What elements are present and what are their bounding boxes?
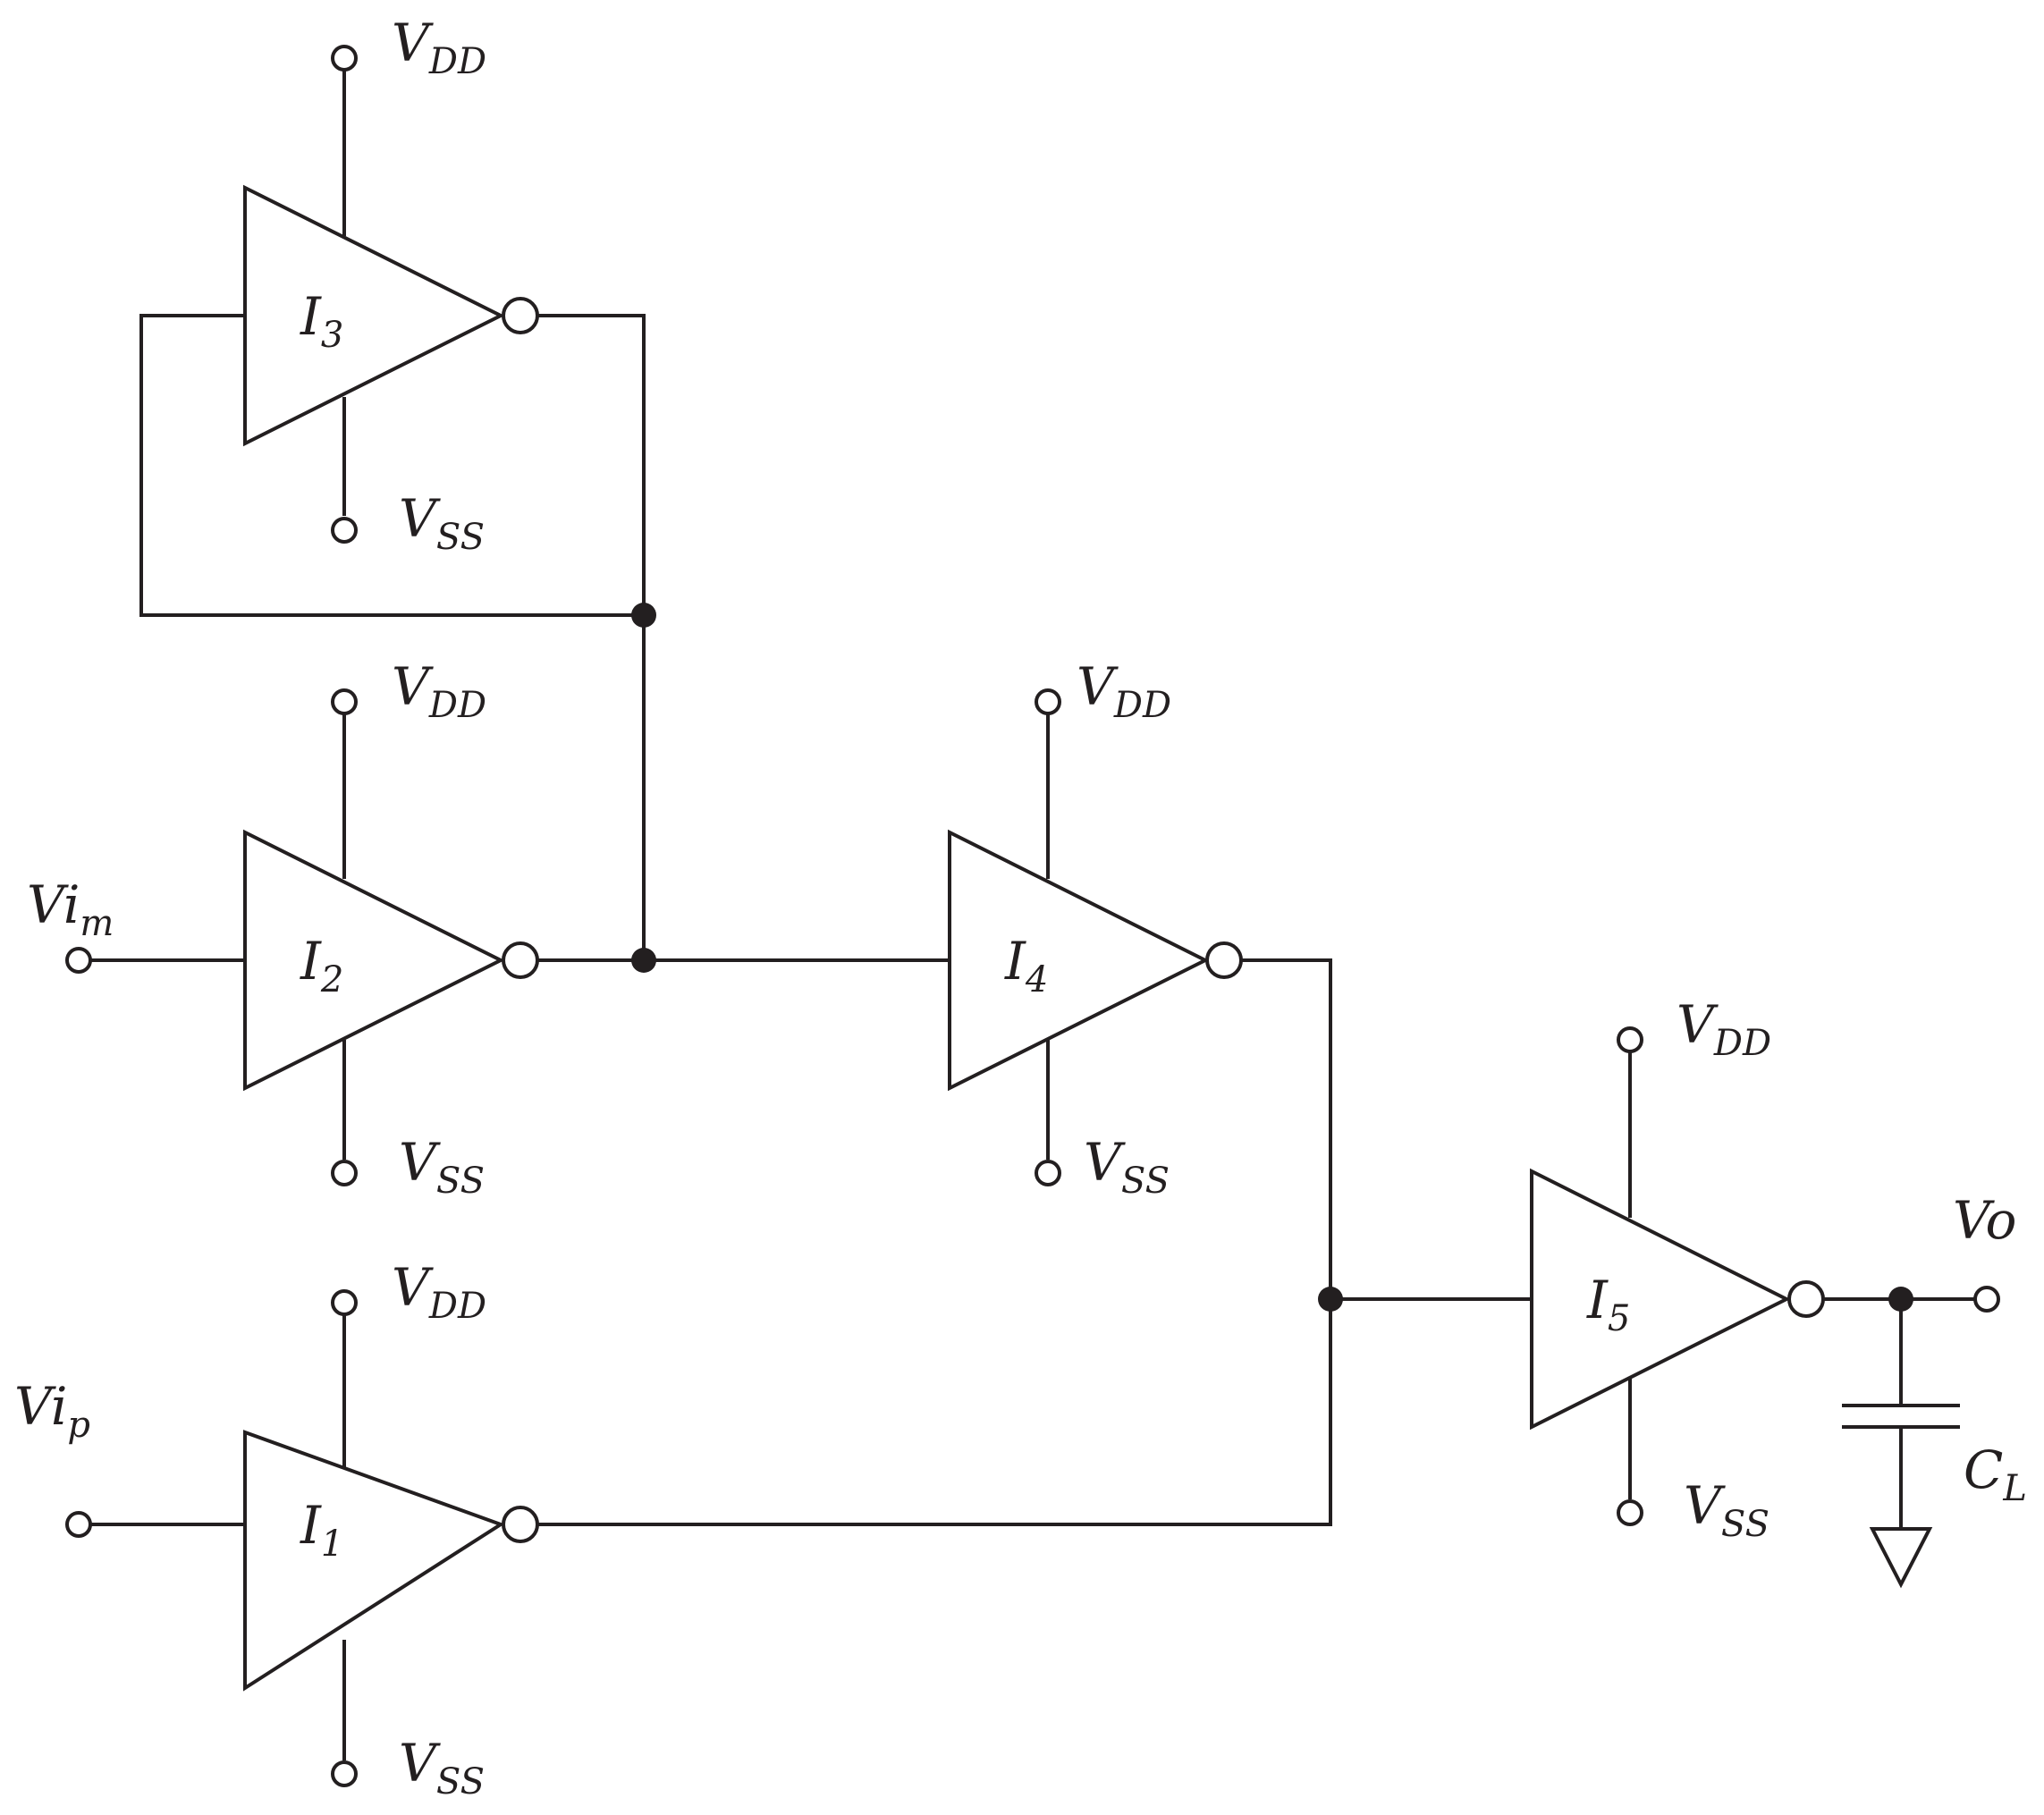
vss-label: VSS	[399, 1132, 485, 1202]
inverter-i5: I5 VDD VSS	[1530, 994, 1825, 1545]
vss-label: VSS	[1084, 1132, 1170, 1202]
inverter-i2: I2 VDD VSS	[243, 656, 539, 1202]
vss-terminal	[331, 517, 358, 544]
vdd-label: VDD	[1077, 656, 1171, 726]
gate-label-i3: I3	[300, 286, 343, 356]
vdd-terminal	[331, 1289, 358, 1316]
vdd-label: VDD	[392, 656, 486, 726]
vss-label: VSS	[1684, 1475, 1769, 1545]
junction-dot	[631, 948, 656, 973]
vss-terminal	[331, 1760, 358, 1787]
gate-label-i4: I4	[1004, 931, 1048, 1000]
junction-dot	[631, 603, 656, 628]
load-capacitor	[1842, 1297, 1960, 1531]
inverter-i1: I1 VDD VSS	[243, 1257, 539, 1802]
vdd-terminal	[1617, 1026, 1643, 1053]
vim-label: Vim	[27, 874, 114, 944]
ground-icon	[1869, 1527, 1933, 1589]
vdd-terminal	[331, 688, 358, 715]
vdd-terminal	[331, 45, 358, 72]
junction-dot	[1318, 1287, 1343, 1312]
vo-terminal	[1973, 1286, 2000, 1313]
vo-label: Vo	[1953, 1190, 2016, 1251]
gate-label-i1: I1	[300, 1495, 343, 1565]
gate-label-i5: I5	[1586, 1270, 1630, 1339]
cl-label: CL	[1964, 1439, 2027, 1509]
vss-label: VSS	[399, 488, 485, 558]
vdd-label: VDD	[392, 1257, 486, 1327]
vdd-label: VDD	[1677, 994, 1771, 1064]
vss-terminal	[1617, 1499, 1643, 1526]
vip-terminal	[65, 1511, 92, 1538]
vip-label: Vip	[14, 1376, 90, 1446]
vss-label: VSS	[399, 1733, 485, 1802]
gate-label-i2: I2	[300, 931, 343, 1000]
vss-terminal	[1035, 1160, 1061, 1186]
inverter-i4: I4 VDD VSS	[948, 656, 1243, 1202]
i3-input-loop-wire	[139, 314, 646, 617]
vim-terminal	[65, 947, 92, 974]
i4-output-wire	[1239, 958, 1332, 1526]
vss-terminal	[331, 1160, 358, 1186]
vdd-label: VDD	[392, 13, 486, 82]
inverter-i3: I3 VDD VSS	[243, 13, 539, 558]
i3-feedback-wire	[536, 314, 646, 962]
vdd-terminal	[1035, 688, 1061, 715]
